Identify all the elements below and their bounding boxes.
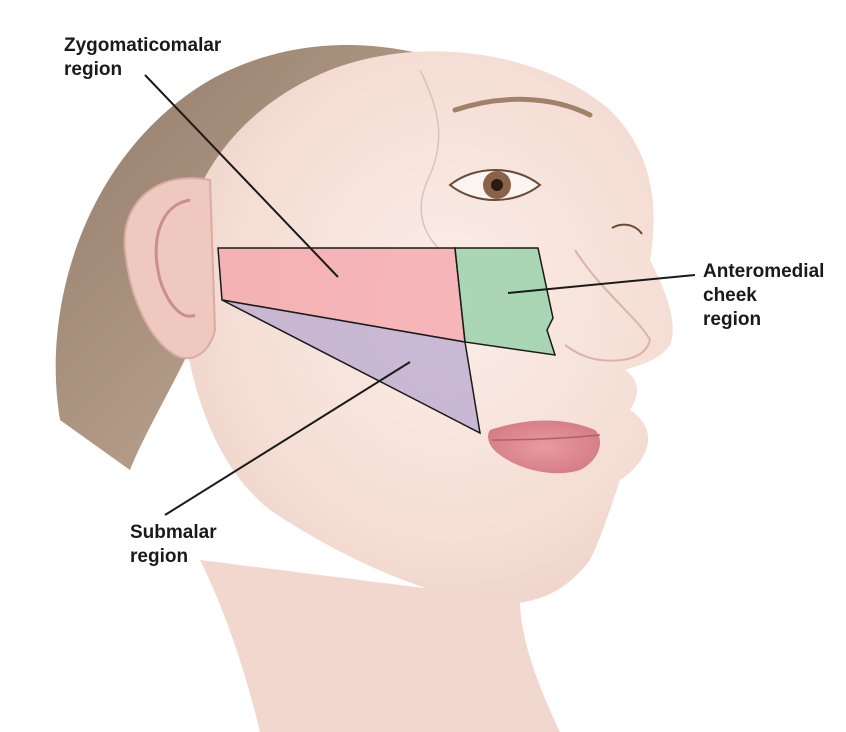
zygomaticomalar-label: Zygomaticomalar region <box>64 34 221 82</box>
zygomaticomalar-label-line-1: Zygomaticomalar <box>64 34 221 58</box>
submalar-label-line-1: Submalar <box>130 521 217 545</box>
anteromedial-label-line-1: Anteromedial <box>703 260 824 284</box>
submalar-label: Submalar region <box>130 521 217 569</box>
anteromedial-cheek-label: Anteromedial cheek region <box>703 260 824 332</box>
anteromedial-cheek-region-shape <box>455 248 555 355</box>
anteromedial-label-line-3: region <box>703 308 824 332</box>
anteromedial-label-line-2: cheek <box>703 284 824 308</box>
submalar-label-line-2: region <box>130 545 217 569</box>
zygomaticomalar-label-line-2: region <box>64 58 221 82</box>
